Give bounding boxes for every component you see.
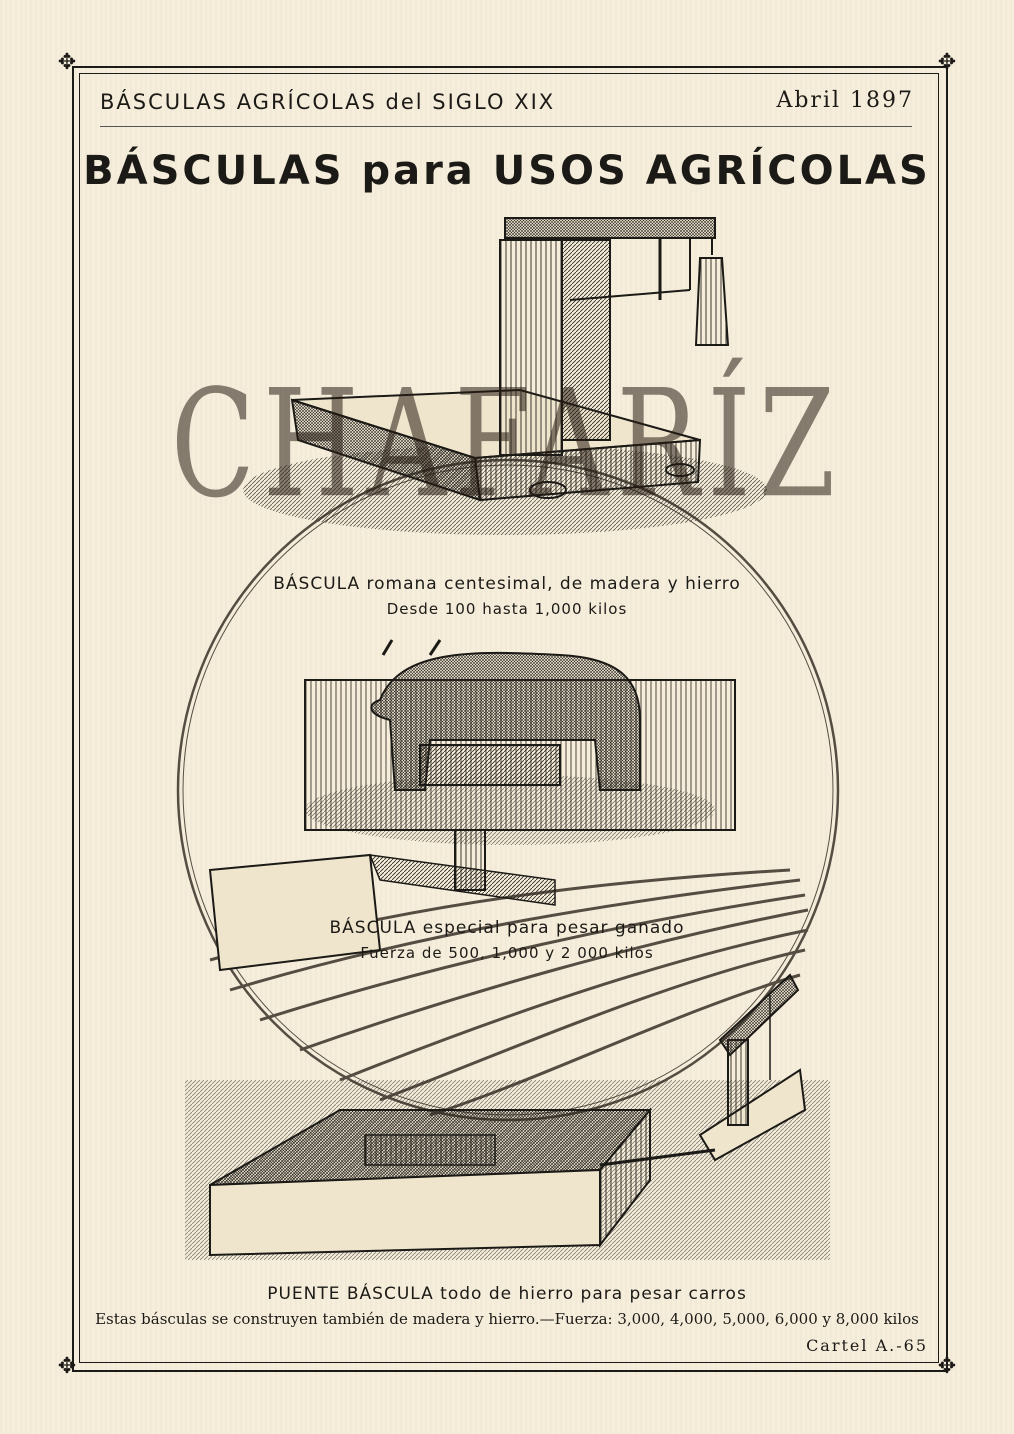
corner-ornament-icon: ✥ — [937, 1354, 957, 1379]
weighbridge-illustration — [185, 973, 830, 1260]
poster-date: Abril 1897 — [776, 88, 914, 113]
outer-frame — [72, 66, 948, 1372]
corner-ornament-icon: ✥ — [937, 50, 957, 75]
item-detail: Desde 100 hasta 1,000 kilos — [386, 600, 628, 618]
poster-code: Cartel A.-65 — [806, 1336, 928, 1355]
corner-ornament-icon: ✥ — [57, 50, 77, 75]
item-caption: PUENTE BÁSCULA todo de hierro para pesar… — [267, 1284, 747, 1304]
inner-frame — [79, 73, 939, 1363]
series-title: BÁSCULAS AGRÍCOLAS del SIGLO XIX — [100, 90, 556, 114]
page-title: BÁSCULAS para USOS AGRÍCOLAS — [83, 148, 931, 194]
header-divider — [100, 126, 912, 127]
item-detail: Fuerza de 500, 1,000 y 2 000 kilos — [360, 944, 654, 962]
item-caption: BÁSCULA romana centesimal, de madera y h… — [273, 574, 741, 594]
livestock-scale-illustration — [208, 639, 736, 972]
item-caption: BÁSCULA especial para pesar ganado — [329, 918, 685, 938]
romana-scale-illustration — [243, 217, 767, 535]
watermark-text: CHAFARÍZ — [170, 357, 844, 531]
item-detail: Estas básculas se construyen también de … — [95, 1310, 919, 1328]
corner-ornament-icon: ✥ — [57, 1354, 77, 1379]
